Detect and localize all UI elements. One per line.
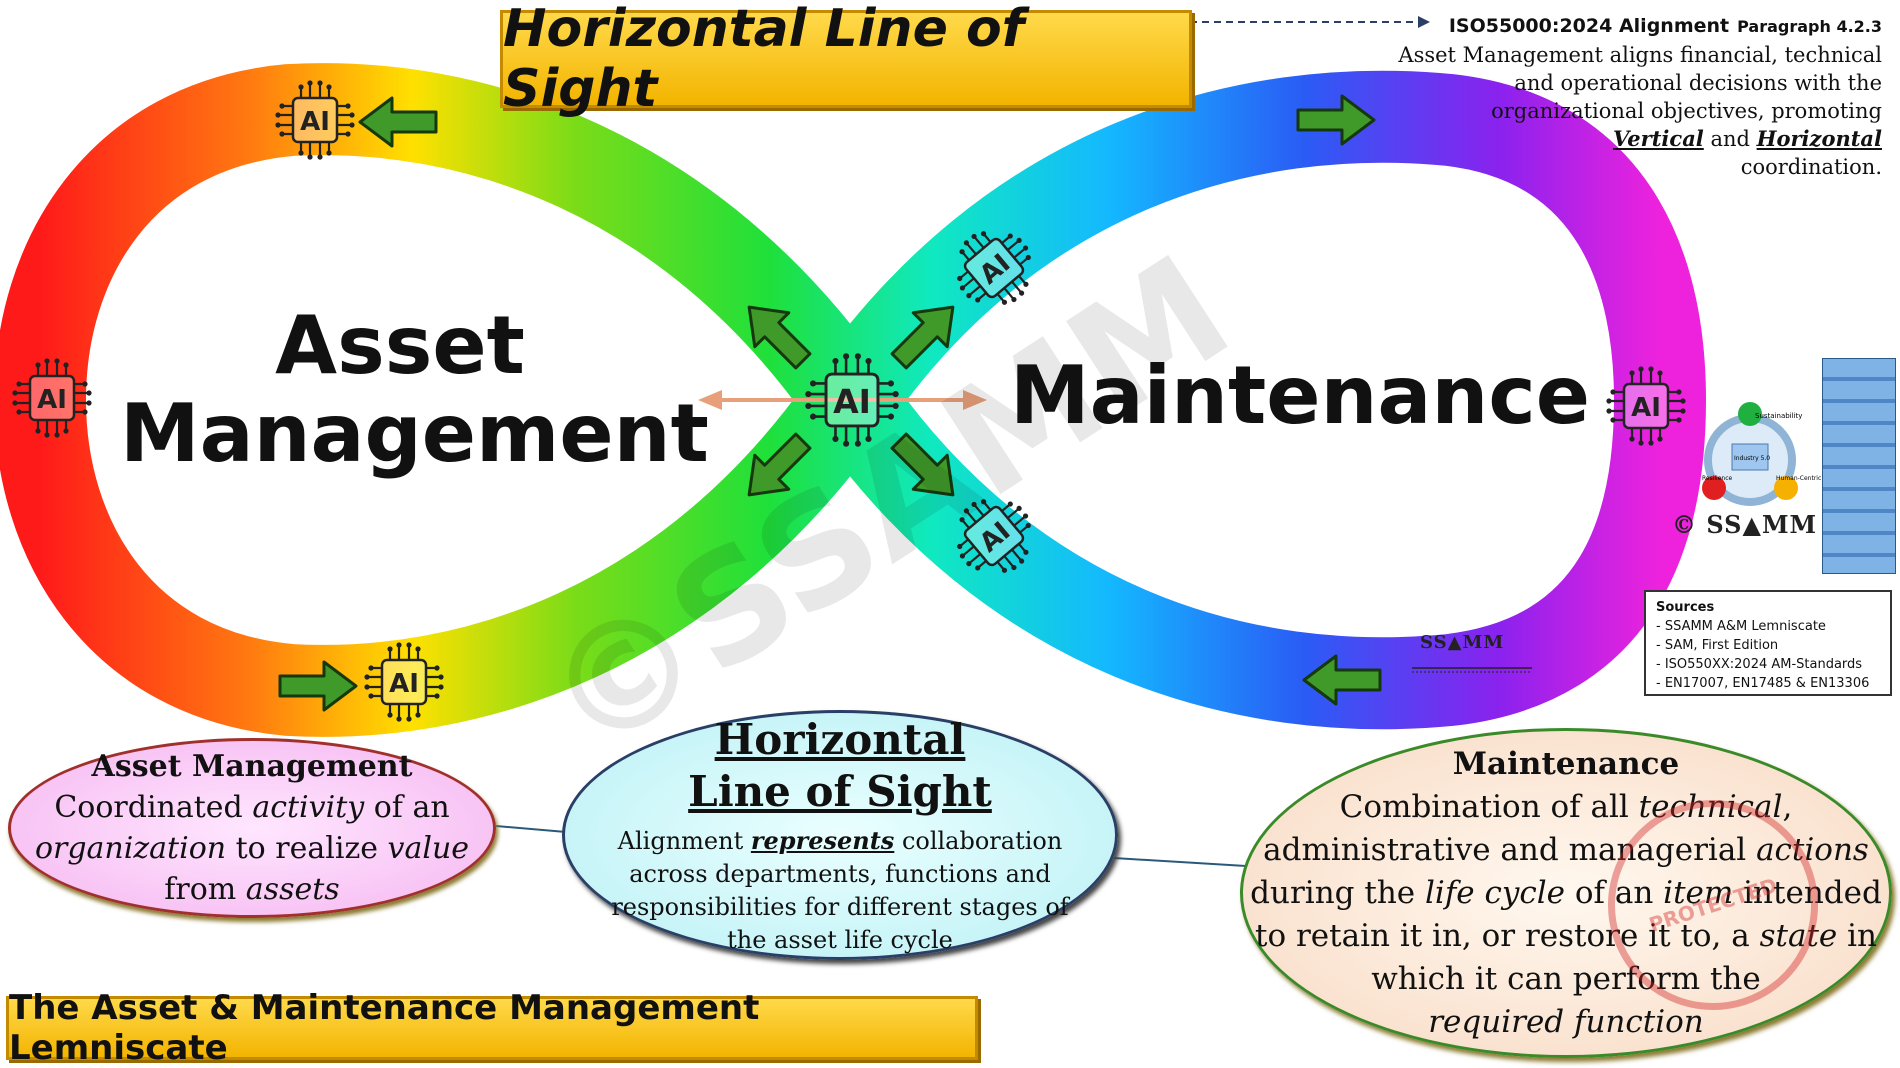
ai-chip-icon: AI bbox=[11, 357, 93, 439]
iso-line: coordination. bbox=[1740, 155, 1882, 179]
mt-def-line: required function bbox=[1428, 1001, 1704, 1044]
hl-text: across departments, functions and bbox=[629, 859, 1051, 888]
am-text: organization bbox=[34, 831, 227, 866]
mt-text: item bbox=[1663, 874, 1734, 911]
industry-5-graphic: Sustainability Industry 5.0 Resilience H… bbox=[1700, 400, 1830, 560]
iso-connector-line bbox=[1190, 16, 1430, 28]
hl-text: represents bbox=[750, 825, 895, 855]
maintenance-label: Maintenance bbox=[1010, 349, 1591, 442]
ai-chip-icon: AI bbox=[1605, 365, 1687, 447]
am-def-line: from assets bbox=[164, 869, 339, 910]
am-text: activity bbox=[252, 790, 365, 825]
ai-label: AI bbox=[300, 107, 330, 137]
sources-box: Sources - SSAMM A&M Lemniscate - SAM, Fi… bbox=[1644, 590, 1892, 696]
mt-text: technical bbox=[1638, 788, 1783, 825]
ai-label: AI bbox=[833, 382, 871, 421]
asset-management-label-line2: Management bbox=[120, 387, 709, 480]
am-text: to realize bbox=[226, 831, 388, 866]
ai-chip-icon: AI bbox=[936, 210, 1052, 326]
mt-text: during the bbox=[1250, 874, 1425, 911]
source-item: - EN17007, EN17485 & EN13306 bbox=[1656, 676, 1870, 691]
source-item: - ISO550XX:2024 AM-Standards bbox=[1656, 657, 1863, 672]
sources-title: Sources bbox=[1656, 600, 1715, 615]
mt-text: Combination of all bbox=[1339, 788, 1639, 825]
ai-label: AI bbox=[1631, 393, 1661, 423]
hl-text: collaboration bbox=[894, 826, 1063, 855]
graphic-label-center: Industry 5.0 bbox=[1734, 455, 1770, 462]
mt-text: intended bbox=[1733, 874, 1882, 911]
iso-line: Asset Management aligns financial, techn… bbox=[1398, 43, 1882, 67]
ssamm-logo: © SS▲MM bbox=[1672, 510, 1818, 539]
graphic-label-top: Sustainability bbox=[1755, 412, 1802, 420]
mt-def-line: during the life cycle of an item intende… bbox=[1250, 872, 1882, 915]
ai-label: AI bbox=[389, 669, 419, 699]
mt-text: in bbox=[1837, 917, 1877, 954]
ai-label: AI bbox=[37, 385, 67, 415]
hl-def-heading: Horizontal bbox=[714, 714, 966, 764]
am-def-line: Coordinated activity of an bbox=[54, 787, 449, 828]
mt-text: life cycle bbox=[1425, 874, 1565, 911]
ai-chip-icon: AI bbox=[936, 478, 1052, 594]
mt-text: required function bbox=[1428, 1003, 1704, 1040]
iso-and: and bbox=[1703, 127, 1757, 151]
am-text: assets bbox=[245, 872, 340, 907]
ai-chip-icon: AI bbox=[274, 79, 356, 161]
am-text: of an bbox=[364, 790, 450, 825]
mt-def-line: administrative and managerial actions bbox=[1263, 829, 1869, 872]
page-title: Horizontal Line of Sight bbox=[503, 0, 1025, 119]
mt-text: state bbox=[1759, 917, 1838, 954]
asset-management-label-line1: Asset bbox=[275, 299, 525, 392]
iso-line: and operational decisions with the bbox=[1514, 71, 1882, 95]
hl-text: responsibilities for different stages of bbox=[611, 892, 1069, 921]
iso-line: Vertical and Horizontal bbox=[1322, 125, 1882, 153]
mt-text: actions bbox=[1756, 831, 1869, 868]
source-item: - SAM, First Edition bbox=[1656, 638, 1779, 653]
connector-am bbox=[495, 825, 567, 833]
mt-text: of an bbox=[1565, 874, 1664, 911]
mt-def-line: which it can perform the bbox=[1371, 960, 1761, 997]
iso-heading: ISO55000:2024 Alignment Paragraph 4.2.3 bbox=[1322, 12, 1882, 41]
am-text: from bbox=[164, 872, 246, 907]
mt-text: to retain it in, or restore it to, a bbox=[1255, 917, 1760, 954]
page-title-banner: Horizontal Line of Sight bbox=[500, 0, 1192, 119]
stamp-text: PROTECTED bbox=[1646, 873, 1780, 937]
iso-horizontal: Horizontal bbox=[1756, 126, 1882, 151]
mt-def-line: to retain it in, or restore it to, a sta… bbox=[1255, 915, 1877, 958]
mt-def-line: Combination of all technical, bbox=[1340, 786, 1793, 829]
footer-title-banner: The Asset & Maintenance Management Lemni… bbox=[6, 988, 978, 1068]
footer-title: The Asset & Maintenance Management Lemni… bbox=[9, 988, 760, 1068]
am-def-line: organization to realize value bbox=[35, 828, 469, 869]
ssamm-logo-small: SS▲MM bbox=[1420, 632, 1505, 653]
iso-vertical: Vertical bbox=[1612, 126, 1704, 151]
maintenance-definition: Maintenance Combination of all technical… bbox=[1240, 728, 1892, 1058]
iso-alignment-note: ISO55000:2024 Alignment Paragraph 4.2.3 A… bbox=[1322, 12, 1882, 181]
hl-def-text: Alignment represents collaboration acros… bbox=[611, 824, 1068, 957]
hl-text: Alignment bbox=[617, 826, 751, 855]
graphic-label-left: Resilience bbox=[1702, 475, 1733, 482]
graphic-label-right: Human-Centric bbox=[1776, 475, 1821, 482]
am-text: value bbox=[387, 831, 470, 866]
iso-paragraph: Paragraph 4.2.3 bbox=[1737, 17, 1882, 36]
hl-def-heading: Line of Sight bbox=[688, 766, 992, 816]
mt-text: , bbox=[1782, 788, 1793, 825]
ai-chip-icon: AI bbox=[363, 641, 445, 723]
mt-text: administrative and managerial bbox=[1263, 831, 1757, 868]
iso-heading-text: ISO55000:2024 Alignment bbox=[1448, 15, 1730, 37]
connector-mt bbox=[1113, 857, 1247, 867]
hl-text: the asset life cycle bbox=[727, 925, 953, 954]
am-text: Coordinated bbox=[54, 790, 253, 825]
iso-line: organizational objectives, promoting bbox=[1491, 99, 1882, 123]
mt-def-heading: Maintenance bbox=[1452, 745, 1680, 782]
ai-chip-icon: AI bbox=[803, 351, 901, 449]
industry-stack-graphic bbox=[1822, 358, 1896, 574]
horizontal-line-of-sight-definition: Horizontal Line of Sight Alignment repre… bbox=[562, 710, 1118, 960]
am-def-heading: Asset Management bbox=[91, 749, 413, 784]
source-item: - SSAMM A&M Lemniscate bbox=[1656, 619, 1826, 634]
asset-management-label: Asset Management bbox=[120, 299, 709, 480]
asset-management-definition: Asset Management Coordinated activity of… bbox=[8, 738, 496, 918]
